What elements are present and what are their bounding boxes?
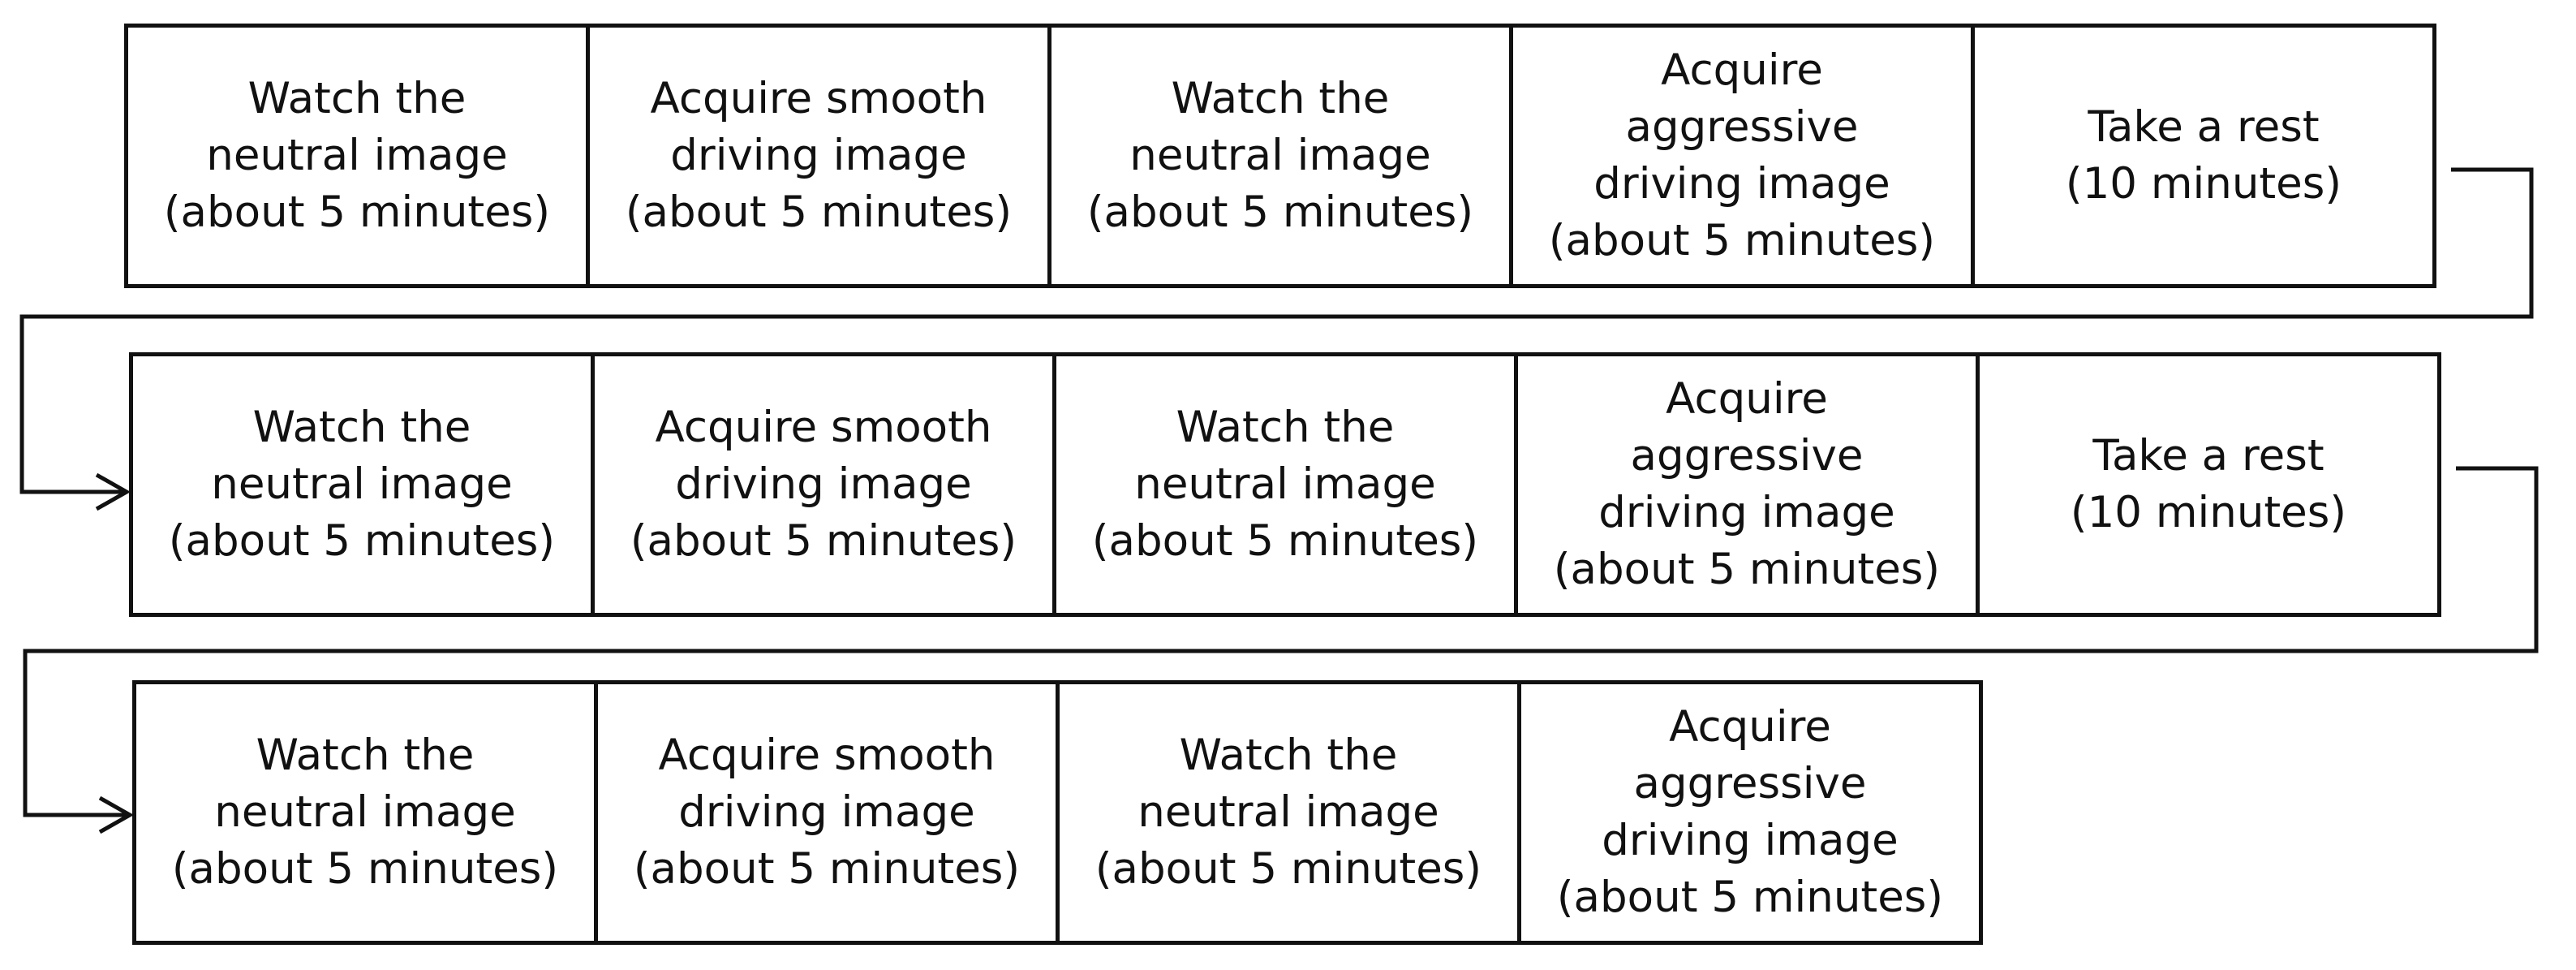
step-label: Take a rest (10 minutes) xyxy=(2070,431,2347,537)
step-label: Watch the neutral image (about 5 minutes… xyxy=(163,74,551,237)
step-acquire-smooth: Acquire smooth driving image (about 5 mi… xyxy=(594,680,1060,945)
step-acquire-aggressive: Acquire aggressive driving image (about … xyxy=(1517,680,1983,945)
connector-row1-to-row2 xyxy=(19,167,2534,494)
step-label: Acquire aggressive driving image (about … xyxy=(1556,702,1944,922)
session-row-1: Watch the neutral image (about 5 minutes… xyxy=(124,24,2436,288)
step-label: Acquire aggressive driving image (about … xyxy=(1553,374,1941,594)
step-watch-neutral: Watch the neutral image (about 5 minutes… xyxy=(1047,24,1513,288)
arrowhead-row2 xyxy=(95,472,131,511)
step-watch-neutral: Watch the neutral image (about 5 minutes… xyxy=(124,24,590,288)
step-label: Watch the neutral image (about 5 minutes… xyxy=(1094,731,1482,894)
step-label: Watch the neutral image (about 5 minutes… xyxy=(1086,74,1474,237)
session-row-3: Watch the neutral image (about 5 minutes… xyxy=(132,680,1983,945)
step-label: Take a rest (10 minutes) xyxy=(2065,102,2342,209)
step-watch-neutral: Watch the neutral image (about 5 minutes… xyxy=(129,352,595,617)
step-watch-neutral: Watch the neutral image (about 5 minutes… xyxy=(1052,352,1518,617)
arrowhead-row3 xyxy=(98,795,135,834)
step-watch-neutral: Watch the neutral image (about 5 minutes… xyxy=(1056,680,1521,945)
step-label: Acquire smooth driving image (about 5 mi… xyxy=(625,74,1013,237)
step-label: Acquire smooth driving image (about 5 mi… xyxy=(630,403,1017,566)
step-acquire-aggressive: Acquire aggressive driving image (about … xyxy=(1509,24,1975,288)
step-acquire-aggressive: Acquire aggressive driving image (about … xyxy=(1514,352,1980,617)
session-row-2: Watch the neutral image (about 5 minutes… xyxy=(129,352,2441,617)
step-acquire-smooth: Acquire smooth driving image (about 5 mi… xyxy=(591,352,1056,617)
step-label: Watch the neutral image (about 5 minutes… xyxy=(168,403,556,566)
step-label: Acquire smooth driving image (about 5 mi… xyxy=(633,731,1021,894)
connector-row2-to-row3 xyxy=(23,466,2539,817)
step-rest: Take a rest (10 minutes) xyxy=(1976,352,2441,617)
step-label: Watch the neutral image (about 5 minutes… xyxy=(1091,403,1479,566)
step-label: Watch the neutral image (about 5 minutes… xyxy=(171,731,559,894)
step-watch-neutral: Watch the neutral image (about 5 minutes… xyxy=(132,680,598,945)
step-label: Acquire aggressive driving image (about … xyxy=(1548,45,1936,265)
step-rest: Take a rest (10 minutes) xyxy=(1971,24,2436,288)
